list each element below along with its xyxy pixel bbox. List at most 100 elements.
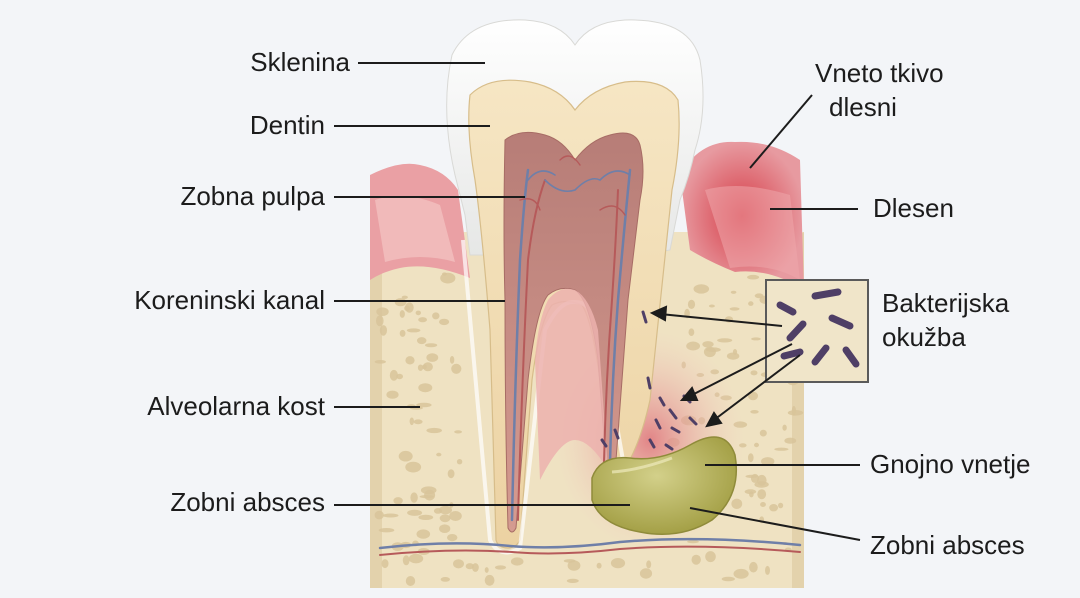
- bone-pore: [691, 554, 701, 565]
- bone-pore: [425, 343, 438, 348]
- bone-pore: [436, 452, 442, 457]
- bone-pore: [393, 497, 403, 505]
- bone-pore: [405, 356, 415, 365]
- bone-pore: [376, 315, 384, 327]
- bone-pore: [745, 474, 758, 478]
- bone-pore: [774, 447, 789, 451]
- bone-pore: [374, 510, 384, 520]
- bone-pore: [761, 457, 775, 466]
- bone-pore: [447, 534, 458, 542]
- bone-pore: [563, 559, 576, 563]
- bone-pore: [646, 560, 652, 569]
- bone-pore: [447, 469, 455, 479]
- bone-pore: [386, 390, 399, 399]
- bone-pore: [410, 492, 418, 503]
- bone-pore: [760, 502, 766, 507]
- bone-pore: [687, 540, 699, 544]
- bone-pore: [610, 558, 626, 569]
- bone-pore: [778, 502, 784, 509]
- bone-pore: [451, 363, 462, 374]
- bone-pore: [733, 568, 749, 579]
- label-bacteria-line2: okužba: [882, 322, 966, 352]
- bone-pore: [748, 453, 754, 463]
- bone-pore: [782, 424, 787, 431]
- bone-pore: [757, 489, 767, 500]
- bone-pore: [494, 565, 507, 570]
- bone-pore: [567, 560, 581, 571]
- bone-pore: [378, 528, 395, 533]
- bone-pore: [432, 312, 440, 320]
- bone-pore: [454, 430, 462, 434]
- label-inflamed-gum-line2: dlesni: [829, 92, 897, 122]
- bone-pore: [708, 304, 715, 308]
- bone-pore: [465, 563, 474, 570]
- bone-pore: [420, 486, 437, 495]
- label-pulp: Zobna pulpa: [180, 181, 325, 211]
- bone-pore: [399, 310, 405, 318]
- bone-pore: [639, 568, 653, 579]
- label-alveolar-bone: Alveolarna kost: [147, 391, 325, 421]
- bone-pore: [744, 489, 757, 495]
- bone-pore: [401, 295, 408, 299]
- bone-pore: [416, 402, 432, 408]
- bone-pore: [404, 305, 410, 312]
- bone-pore: [750, 370, 758, 376]
- nerves-vessels: [378, 155, 802, 556]
- bone-pore: [705, 551, 716, 563]
- bone-pore: [381, 559, 389, 569]
- bone-pore: [453, 559, 464, 569]
- label-enamel: Sklenina: [250, 47, 350, 77]
- bone-pore: [754, 442, 759, 448]
- bone-pore: [702, 341, 714, 348]
- bone-pore: [731, 498, 743, 509]
- bone-pore: [439, 524, 451, 533]
- label-inflamed-gum-line1: Vneto tkivo: [815, 58, 944, 88]
- bacteria-arrows: [649, 305, 801, 428]
- label-abscess-left: Zobni absces: [170, 487, 325, 517]
- bone-pore: [449, 356, 455, 364]
- bone-pore: [426, 353, 439, 362]
- gum-left-inner: [375, 196, 455, 262]
- bone-pore: [729, 307, 740, 311]
- bone-pore: [751, 337, 761, 341]
- bone-pore: [748, 301, 754, 306]
- label-gum: Dlesen: [873, 193, 954, 223]
- bone-pore: [784, 437, 797, 444]
- bone-pore: [405, 461, 422, 473]
- bone-pore: [422, 362, 433, 372]
- bone-pore: [418, 514, 434, 521]
- bone-pore: [688, 328, 695, 337]
- bone-pore: [484, 574, 495, 586]
- bone-pore: [440, 577, 450, 582]
- bone-pore: [389, 369, 398, 381]
- bone-pore: [379, 325, 387, 336]
- bone-pore: [754, 481, 769, 488]
- bone-pore: [417, 364, 424, 371]
- bone-pore: [439, 514, 451, 523]
- leader-lines: [334, 62, 861, 541]
- bone-pore: [426, 427, 443, 434]
- bone-pore: [413, 419, 423, 425]
- bone-pore: [749, 561, 758, 573]
- bacteria-inset: [765, 279, 869, 383]
- bone-pore: [765, 565, 770, 575]
- label-pus: Gnojno vnetje: [870, 449, 1031, 479]
- bone-pore: [418, 317, 427, 323]
- bone-pore: [706, 347, 721, 353]
- bone-pore: [408, 553, 424, 564]
- bone-pore: [510, 557, 524, 566]
- bone-pore: [787, 410, 804, 416]
- interradicular-gum: [535, 288, 608, 480]
- bone-pore: [382, 513, 399, 518]
- bone-pore: [750, 410, 759, 414]
- label-root-canal: Koreninski kanal: [134, 285, 325, 315]
- bone-pore: [730, 290, 737, 294]
- bone-pore: [687, 299, 696, 309]
- bone-pore: [747, 274, 760, 280]
- bone-pore: [566, 578, 579, 584]
- bone-pore: [409, 417, 414, 426]
- bone-pore: [484, 567, 489, 573]
- label-bacteria-line1: Bakterijska: [882, 288, 1010, 318]
